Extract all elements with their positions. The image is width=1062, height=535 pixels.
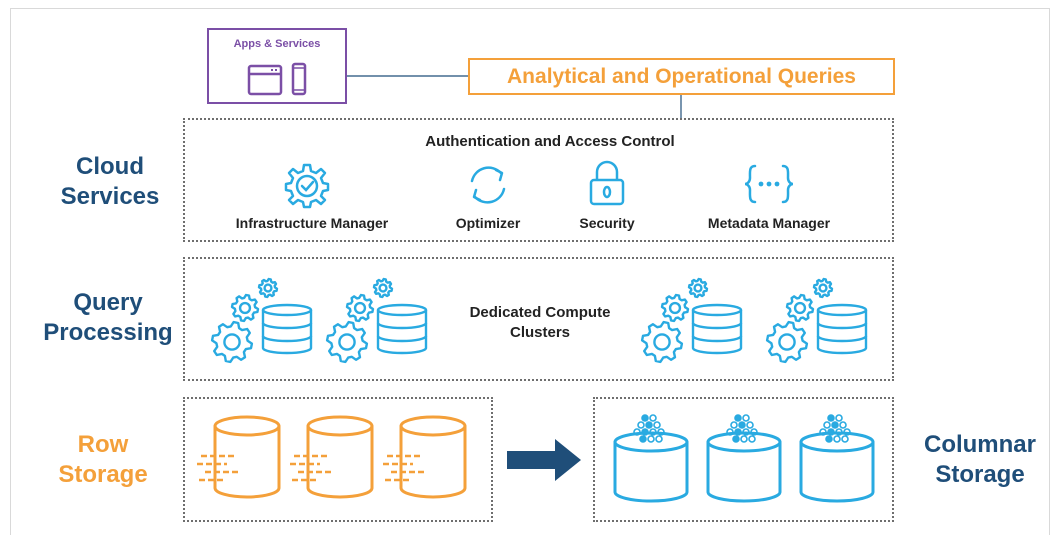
row-database-icon: [197, 415, 281, 499]
columnar-database-icon: [706, 414, 782, 503]
apps-services-box: Apps & Services: [207, 28, 347, 104]
curly-braces-icon: [744, 164, 794, 204]
apps-services-title: Apps & Services: [233, 38, 321, 50]
gear-check-icon: [284, 163, 330, 209]
compute-cluster-icon: [765, 277, 868, 364]
row-database-icon: [290, 415, 374, 499]
diagram-frame: [10, 8, 1050, 535]
cloud-services-header: Authentication and Access Control: [425, 133, 675, 150]
metadata-manager-label: Metadata Manager: [707, 215, 831, 231]
row-storage-box: [183, 397, 493, 522]
conversion-arrow-icon: [507, 439, 581, 481]
query-processing-box: [183, 257, 894, 381]
refresh-cycle-icon: [470, 166, 506, 204]
cloud-services-box: [183, 118, 894, 242]
queries-title: Analytical and Operational Queries: [507, 65, 856, 88]
security-label: Security: [579, 215, 635, 231]
row-database-icon: [383, 415, 467, 499]
mobile-phone-icon: [291, 62, 307, 96]
columnar-storage-box: [593, 397, 894, 522]
padlock-icon: [589, 160, 625, 206]
compute-cluster-icon: [210, 277, 313, 364]
columnar-database-icon: [613, 414, 689, 503]
optimizer-label: Optimizer: [455, 215, 521, 231]
infrastructure-manager-label: Infrastructure Manager: [235, 215, 389, 231]
queries-box: Analytical and Operational Queries: [468, 58, 895, 95]
compute-cluster-icon: [640, 277, 743, 364]
columnar-database-icon: [799, 414, 875, 503]
browser-window-icon: [247, 64, 283, 96]
compute-cluster-icon: [325, 277, 428, 364]
